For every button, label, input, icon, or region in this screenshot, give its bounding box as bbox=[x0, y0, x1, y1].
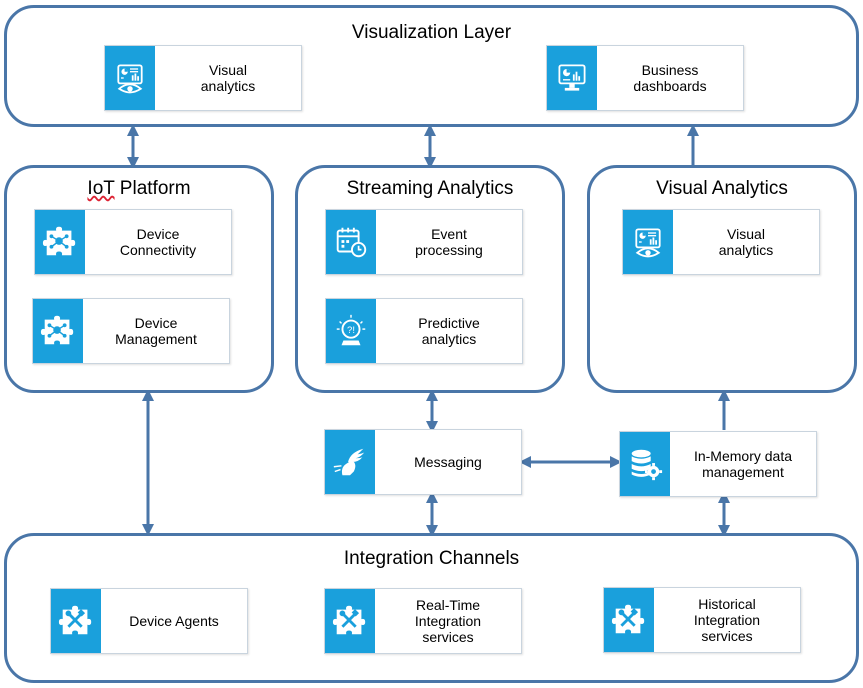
streaming-analytics-title: Streaming Analytics bbox=[346, 178, 514, 199]
puzzle-tools-icon bbox=[325, 589, 375, 653]
card-messaging[interactable]: Messaging bbox=[324, 429, 522, 495]
card-label: Device Agents bbox=[129, 613, 219, 629]
card-in-memory-data-management[interactable]: In-Memory data management bbox=[619, 431, 817, 497]
card-label: In-Memory data management bbox=[693, 448, 793, 480]
card-business-dashboards[interactable]: Business dashboards bbox=[546, 45, 744, 111]
visual-analytics: Visual Analytics bbox=[587, 165, 857, 393]
crystal-ball-icon bbox=[326, 299, 376, 363]
puzzle-network-icon bbox=[33, 299, 83, 363]
puzzle-tools-icon bbox=[51, 589, 101, 653]
card-label: Event processing bbox=[415, 226, 483, 258]
card-historical-integration[interactable]: Historical Integration services bbox=[603, 587, 801, 653]
dashboard-eye-icon bbox=[623, 210, 673, 274]
card-label: Real-Time Integration services bbox=[414, 597, 482, 645]
card-label: Visual analytics bbox=[200, 62, 256, 94]
card-visual-analytics-top[interactable]: Visual analytics bbox=[104, 45, 302, 111]
database-gear-icon bbox=[620, 432, 670, 496]
puzzle-network-icon bbox=[35, 210, 85, 274]
card-event-processing[interactable]: Event processing bbox=[325, 209, 523, 275]
card-visual-analytics[interactable]: Visual analytics bbox=[622, 209, 820, 275]
visual-analytics-title: Visual Analytics bbox=[656, 178, 788, 199]
card-label: Historical Integration services bbox=[693, 596, 761, 644]
card-predictive-analytics[interactable]: Predictive analytics bbox=[325, 298, 523, 364]
card-real-time-integration[interactable]: Real-Time Integration services bbox=[324, 588, 522, 654]
card-label: Messaging bbox=[414, 454, 482, 470]
card-label: Business dashboards bbox=[633, 62, 707, 94]
card-label: Predictive analytics bbox=[418, 315, 480, 347]
card-label: Device Connectivity bbox=[119, 226, 197, 258]
card-label: Visual analytics bbox=[718, 226, 774, 258]
winged-foot-icon bbox=[325, 430, 375, 494]
integration-channels-title: Integration Channels bbox=[343, 548, 520, 569]
dashboard-eye-icon bbox=[105, 46, 155, 110]
calendar-clock-icon bbox=[326, 210, 376, 274]
card-device-management[interactable]: Device Management bbox=[32, 298, 230, 364]
monitor-chart-icon bbox=[547, 46, 597, 110]
card-label: Device Management bbox=[115, 315, 197, 347]
card-device-agents[interactable]: Device Agents bbox=[50, 588, 248, 654]
puzzle-tools-icon bbox=[604, 588, 654, 652]
iot-platform-title: IoT Platform bbox=[87, 178, 191, 199]
visualization-layer-title: Visualization Layer bbox=[351, 22, 512, 43]
card-device-connectivity[interactable]: Device Connectivity bbox=[34, 209, 232, 275]
